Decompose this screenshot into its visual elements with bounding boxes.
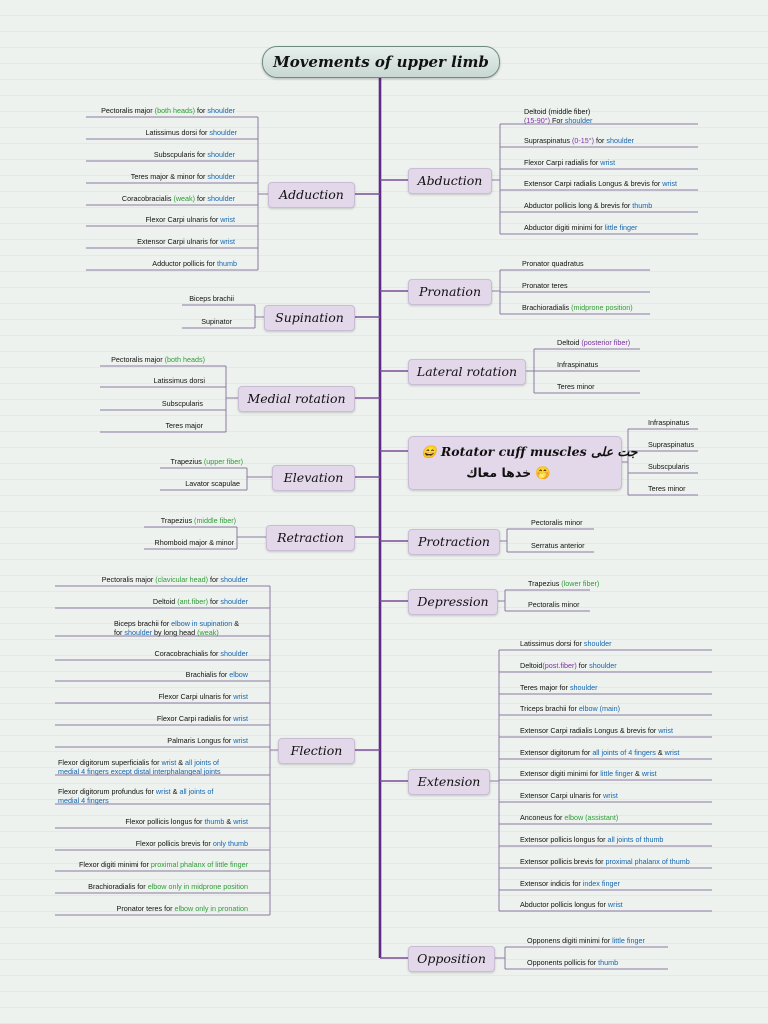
flection-item: Flexor pollicis longus for thumb & wrist — [125, 817, 248, 826]
flection-item: Flexor digitorum superficialis for wrist… — [58, 758, 221, 776]
abduction-item: Extensor Carpi radialis Longus & brevis … — [524, 179, 678, 188]
medial-rotation-item: Latissimus dorsi — [153, 376, 205, 385]
retraction-item: Trapezius (middle fiber) — [160, 516, 236, 525]
elevation-item: Trapezius (upper fiber) — [170, 457, 243, 466]
adduction-item: Adductor pollicis for thumb — [152, 259, 237, 268]
adduction-item: Flexor Carpi ulnaris for wrist — [145, 215, 235, 224]
node-extension: Extension — [408, 769, 490, 795]
extension-item: Teres major for shoulder — [520, 683, 598, 692]
medial-rotation-item: Pectoralis major (both heads) — [111, 355, 205, 364]
extension-item: Deltoid(post.fiber) for shoulder — [520, 661, 617, 670]
lateral-rotation-item: Deltoid (posterior fiber) — [557, 338, 631, 347]
extension-item: Extensor Carpi ulnaris for wrist — [520, 791, 618, 800]
opposition-item: Opponens digiti minimi for little finger — [527, 936, 645, 945]
rotator-cuff-title: 😄 Rotator cuff muscles جت على — [421, 444, 638, 459]
protraction-item: Serratus anterior — [531, 541, 585, 550]
extension-item: Extensor digiti minimi for little finger… — [520, 769, 657, 778]
extension-item: Extensor indicis for index finger — [520, 879, 620, 888]
extension-item: Extensor digitorum for all joints of 4 f… — [520, 748, 680, 757]
adduction-item: Latissimus dorsi for shoulder — [145, 128, 238, 137]
medial-rotation-item: Teres major — [165, 421, 203, 430]
flection-item: Pronator teres for elbow only in pronati… — [116, 904, 248, 913]
extension-item: Triceps brachii for elbow (main) — [520, 704, 621, 713]
supination-item: Biceps brachii — [189, 294, 234, 303]
abduction-item: Abductor pollicis long & brevis for thum… — [524, 201, 653, 210]
node-medial-rotation: Medial rotation — [238, 386, 355, 412]
depression-item: Pectoralis minor — [528, 600, 580, 609]
flection-item: Flexor digitorum profundus for wrist & a… — [58, 787, 214, 805]
flection-item: Flexor pollicis brevis for only thumb — [135, 839, 248, 848]
flection-item: Coracobrachialis for shoulder — [154, 649, 249, 658]
extension-item: Extensor pollicis longus for all joints … — [520, 835, 664, 844]
node-elevation: Elevation — [272, 465, 355, 491]
adduction-item: Teres major & minor for shoulder — [130, 172, 235, 181]
abduction-item: Supraspinatus (0-15°) for shoulder — [524, 136, 634, 145]
adduction-item: Extensor Carpi ulnaris for wrist — [137, 237, 235, 246]
abduction-item: Deltoid (middle fiber)(15-90°) For shoul… — [524, 107, 593, 125]
extension-item: Abductor pollicis longus for wrist — [520, 900, 623, 909]
node-pronation: Pronation — [408, 279, 492, 305]
node-retraction: Retraction — [266, 525, 355, 551]
flection-item: Brachialis for elbow — [185, 670, 248, 679]
elevation-item: Lavator scapulae — [185, 479, 240, 488]
node-abduction: Abduction — [408, 168, 492, 194]
node-protraction: Protraction — [408, 529, 500, 555]
node-supination: Supination — [264, 305, 355, 331]
supination-item: Supinator — [201, 317, 232, 326]
rotator-cuff-item: Subscpularis — [648, 462, 690, 471]
flection-item: Palmaris Longus for wrist — [167, 736, 248, 745]
flection-item: Brachioradialis for elbow only in midpro… — [88, 882, 248, 891]
flection-item: Pectoralis major (clavicular head) for s… — [101, 575, 248, 584]
lateral-rotation-item: Teres minor — [557, 382, 595, 391]
node-lateral-rotation: Lateral rotation — [408, 359, 526, 385]
rotator-cuff-item: Infraspinatus — [648, 418, 690, 427]
pronation-item: Brachioradialis (midprone position) — [522, 303, 633, 312]
lateral-rotation-item: Infraspinatus — [557, 360, 599, 369]
adduction-item: Pectoralis major (both heads) for should… — [101, 106, 235, 115]
medial-rotation-item: Subscpularis — [161, 399, 203, 408]
node-flection: Flection — [278, 738, 355, 764]
flection-item: Flexor Carpi radialis for wrist — [156, 714, 248, 723]
protraction-item: Pectoralis minor — [531, 518, 583, 527]
node-adduction: Adduction — [268, 182, 355, 208]
rotator-cuff-note: خدها معاك 🤭 — [466, 465, 551, 480]
flection-item: Flexor digiti minimi for proximal phalan… — [79, 860, 248, 869]
adduction-item: Subscpularis for shoulder — [153, 150, 235, 159]
extension-item: Extensor pollicis brevis for proximal ph… — [520, 857, 690, 866]
abduction-item: Flexor Carpi radialis for wrist — [524, 158, 616, 167]
pronation-item: Pronator quadratus — [522, 259, 584, 268]
page-title: Movements of upper limb — [262, 46, 500, 78]
node-opposition: Opposition — [408, 946, 495, 972]
node-rotator-cuff: 😄 Rotator cuff muscles جت على خدها معاك … — [408, 436, 637, 490]
extension-item: Latissimus dorsi for shoulder — [520, 639, 612, 648]
node-depression: Depression — [408, 589, 498, 615]
rotator-cuff-item: Supraspinatus — [648, 440, 694, 449]
flection-item: Biceps brachii for elbow in supination &… — [114, 619, 240, 637]
extension-item: Extensor Carpi radialis Longus & brevis … — [520, 726, 674, 735]
depression-item: Trapezius (lower fiber) — [528, 579, 600, 588]
abduction-item: Abductor digiti minimi for little finger — [524, 223, 638, 232]
rotator-cuff-item: Teres minor — [648, 484, 686, 493]
pronation-item: Pronator teres — [522, 281, 568, 290]
adduction-item: Coracobracialis (weak) for shoulder — [121, 194, 235, 203]
extension-item: Anconeus for elbow (assistant) — [520, 813, 619, 822]
flection-item: Deltoid (ant.fiber) for shoulder — [152, 597, 248, 606]
opposition-item: Opponents pollicis for thumb — [527, 958, 619, 967]
flection-item: Flexor Carpi ulnaris for wrist — [158, 692, 248, 701]
retraction-item: Rhomboid major & minor — [154, 538, 235, 547]
